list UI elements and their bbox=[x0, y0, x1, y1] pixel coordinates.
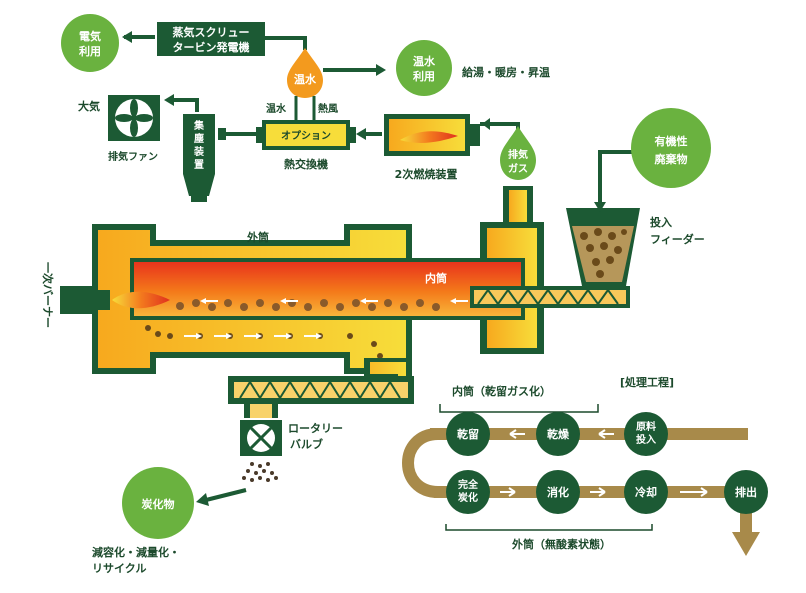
svg-text:排出: 排出 bbox=[735, 485, 757, 499]
process-track-uturn bbox=[402, 428, 439, 498]
electricity-use-node: 電気 利用 bbox=[61, 14, 119, 72]
carbide-note-2: リサイクル bbox=[92, 562, 146, 575]
carbide-note-1: 減容化・減量化・ bbox=[92, 545, 180, 559]
carbide-node: 炭化物 bbox=[122, 467, 194, 539]
feed-screw bbox=[470, 286, 630, 308]
hopper-material bbox=[580, 228, 627, 278]
svg-text:炭化: 炭化 bbox=[458, 491, 478, 504]
discharge-arrow-icon bbox=[732, 532, 760, 556]
inner-tube bbox=[130, 258, 525, 320]
primary-burner-label: 一次バーナー bbox=[41, 262, 55, 328]
svg-text:完全: 完全 bbox=[458, 478, 479, 491]
step-extinguish: 消化 bbox=[536, 470, 580, 514]
hot-water-drop-label: 温水 bbox=[294, 72, 317, 86]
step-carbonize: 乾留 bbox=[446, 412, 490, 456]
svg-text:消化: 消化 bbox=[547, 485, 569, 499]
organic-waste-node: 有機性 廃棄物 bbox=[631, 108, 711, 188]
outer-process-label: 外筒（無酸素状態） bbox=[511, 537, 611, 551]
dust-label-4: 置 bbox=[194, 159, 204, 171]
organic-waste-label-1: 有機性 bbox=[655, 134, 688, 148]
heat-exchanger: オプション bbox=[256, 120, 356, 150]
secondary-flame-icon bbox=[400, 131, 458, 143]
hot-water-use-detail: 給湯・暖房・昇温 bbox=[462, 65, 550, 79]
step-cool: 冷却 bbox=[624, 470, 668, 514]
dust-collector: 集 塵 装 置 bbox=[183, 114, 215, 202]
dust-label-1: 集 bbox=[193, 119, 205, 132]
primary-burner bbox=[60, 286, 170, 314]
rotary-valve-label-1: ロータリー bbox=[288, 422, 343, 435]
svg-text:投入: 投入 bbox=[636, 433, 656, 446]
option-label: オプション bbox=[281, 129, 331, 142]
outer-tube-label: 外筒 bbox=[246, 230, 269, 244]
discharge-conveyor bbox=[228, 376, 414, 418]
process-title: [処理工程] bbox=[620, 375, 674, 389]
inner-process-label: 内筒（乾留ガス化） bbox=[452, 384, 551, 398]
falling-carbide bbox=[242, 462, 278, 482]
outer-flow-arrows bbox=[184, 333, 322, 339]
secondary-combustor bbox=[384, 114, 480, 156]
feeder-label-2: フィーダー bbox=[650, 232, 705, 246]
hot-water-use-label-1: 温水 bbox=[413, 54, 436, 68]
hx-hot-water-label: 温水 bbox=[266, 102, 287, 115]
inner-tube-label: 内筒 bbox=[425, 271, 447, 285]
exhaust-gas-label-2: ガス bbox=[508, 162, 528, 175]
svg-text:乾留: 乾留 bbox=[457, 427, 479, 441]
rotary-valve bbox=[240, 420, 282, 456]
hot-water-use-label-2: 利用 bbox=[413, 69, 435, 83]
exhaust-gas-label-1: 排気 bbox=[508, 148, 528, 161]
primary-burner-text: 一次バーナー bbox=[41, 262, 55, 328]
turbine-box: 蒸気スクリュー タービン発電機 bbox=[157, 22, 265, 56]
hot-water-drop: 温水 bbox=[287, 48, 323, 98]
feeder-label-1: 投入 bbox=[650, 215, 672, 229]
hot-water-use-node: 温水 利用 bbox=[396, 40, 452, 96]
inner-flow-arrows bbox=[200, 298, 468, 304]
exhaust-fan-label: 排気ファン bbox=[108, 150, 158, 163]
carbide-label: 炭化物 bbox=[142, 497, 175, 511]
turbine-pipe bbox=[265, 36, 307, 50]
process-track-top bbox=[430, 428, 748, 440]
electricity-label-1: 電気 bbox=[79, 29, 101, 43]
organic-waste-label-2: 廃棄物 bbox=[655, 152, 688, 166]
svg-text:乾燥: 乾燥 bbox=[547, 427, 570, 441]
dust-label-3: 装 bbox=[193, 145, 204, 158]
secondary-combustor-label: 2次燃焼装置 bbox=[395, 167, 458, 181]
step-dry: 乾燥 bbox=[536, 412, 580, 456]
burner-flame-icon bbox=[112, 291, 170, 309]
atmosphere-label: 大気 bbox=[78, 99, 100, 113]
fan-icon bbox=[115, 99, 153, 137]
exhaust-fan bbox=[108, 95, 160, 141]
svg-text:冷却: 冷却 bbox=[635, 485, 657, 499]
electricity-label-2: 利用 bbox=[79, 44, 101, 58]
exhaust-gas-drop: 排気 ガス bbox=[500, 126, 536, 180]
svg-text:原料: 原料 bbox=[636, 420, 656, 433]
step-raw: 原料 投入 bbox=[624, 412, 668, 456]
dust-label-2: 塵 bbox=[194, 132, 204, 145]
step-discharge: 排出 bbox=[724, 470, 768, 514]
hx-hot-air-label: 熱風 bbox=[318, 102, 338, 115]
turbine-label-1: 蒸気スクリュー bbox=[173, 25, 250, 39]
turbine-label-2: タービン発電機 bbox=[173, 40, 250, 54]
step-complete: 完全 炭化 bbox=[446, 470, 490, 514]
heat-exchanger-label: 熱交換機 bbox=[284, 157, 328, 171]
rotary-valve-icon bbox=[249, 426, 273, 450]
rotary-valve-label-2: バルブ bbox=[290, 437, 323, 451]
